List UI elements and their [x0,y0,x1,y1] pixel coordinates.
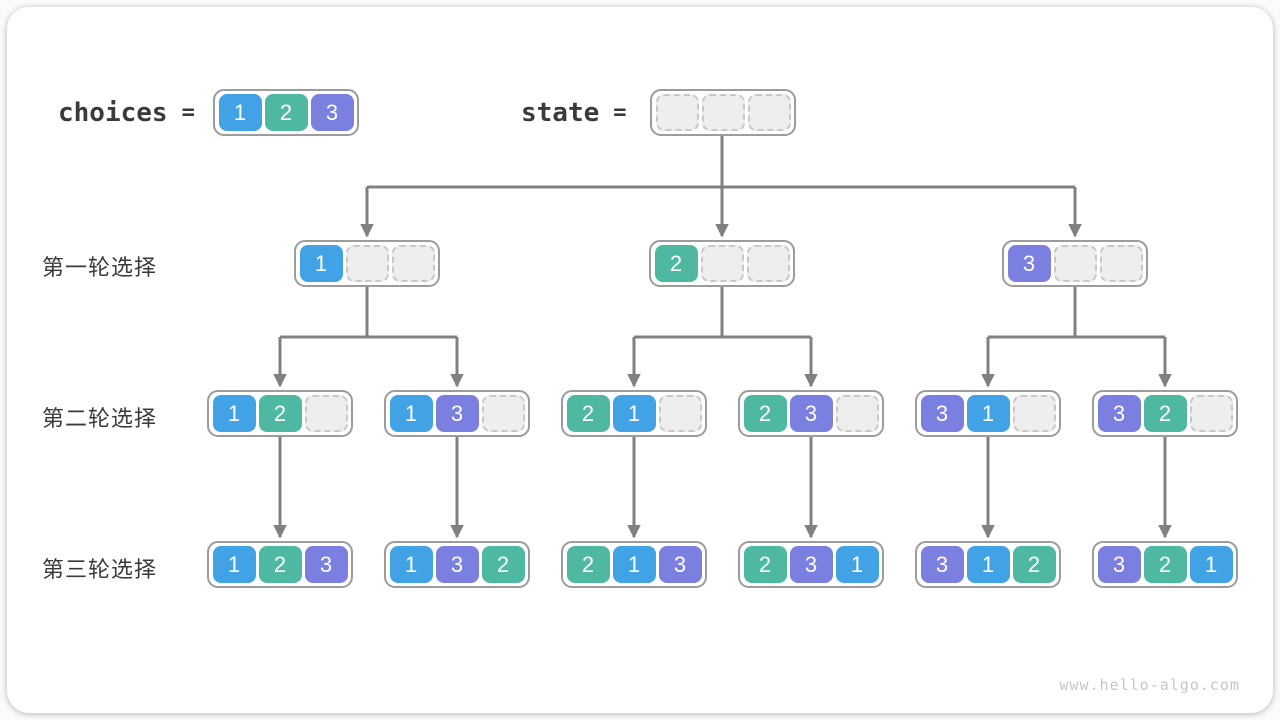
state-node: 3 2 1 [1092,541,1238,588]
state-cell: 2 [1143,395,1187,432]
state-node: 1 2 3 [207,541,353,588]
state-node: 1 3 [384,390,530,437]
state-cell: 2 [258,395,302,432]
state-node: 2 1 3 [561,541,707,588]
branch-from-1 [273,287,464,388]
state-cell: 2 [743,395,787,432]
state-node: 1 2 [207,390,353,437]
state-cell: 1 [212,395,256,432]
choices-cell: 2 [264,94,308,131]
state-node: 1 [294,240,440,287]
state-cell: 2 [743,546,787,583]
state-cell: 2 [566,395,610,432]
state-cell [1012,395,1056,432]
state-cell [658,395,702,432]
round-2-label: 第二轮选择 [42,406,158,431]
state-legend: state = [521,89,627,136]
choices-label: choices [58,97,168,128]
state-cell: 2 [258,546,302,583]
state-cell: 3 [435,395,479,432]
state-cell: 1 [612,395,656,432]
state-node: 2 1 [561,390,707,437]
state-cell [1053,245,1097,282]
state-cell: 1 [212,546,256,583]
state-node: 3 2 [1092,390,1238,437]
state-cell: 3 [789,395,833,432]
root-branch [360,136,1082,238]
state-cell: 2 [1143,546,1187,583]
state-cell: 1 [1189,546,1233,583]
site-watermark: www.hello-algo.com [1059,676,1240,694]
state-cell: 1 [389,395,433,432]
state-node: 3 1 [915,390,1061,437]
state-cell [747,94,791,131]
round3-arrows [273,437,1172,539]
state-cell [655,94,699,131]
round-1-label: 第一轮选择 [42,255,158,280]
state-node: 1 3 2 [384,541,530,588]
state-cell: 3 [1097,395,1141,432]
state-cell: 2 [654,245,698,282]
round-3-label: 第三轮选择 [42,557,158,582]
choices-box: 1 2 3 [213,89,359,136]
state-cell [700,245,744,282]
state-cell [835,395,879,432]
branch-from-2 [627,287,818,388]
state-cell: 3 [304,546,348,583]
state-cell: 1 [612,546,656,583]
state-cell: 3 [1097,546,1141,583]
state-node: 2 [649,240,795,287]
state-cell: 1 [389,546,433,583]
state-cell: 1 [835,546,879,583]
state-node: 3 1 2 [915,541,1061,588]
state-cell: 2 [481,546,525,583]
state-cell: 1 [966,395,1010,432]
equals-sign: = [181,100,195,125]
state-cell: 2 [1012,546,1056,583]
state-cell [746,245,790,282]
state-cell: 1 [966,546,1010,583]
state-label: state [521,97,600,128]
state-cell: 3 [920,546,964,583]
choices-cell: 3 [310,94,354,131]
state-cell: 3 [658,546,702,583]
state-node: 2 3 [738,390,884,437]
state-cell [1189,395,1233,432]
state-cell [1099,245,1143,282]
choices-legend: choices = [58,89,195,136]
equals-sign: = [613,100,627,125]
state-root-box [650,89,796,136]
state-cell: 3 [1007,245,1051,282]
choices-cell: 1 [218,94,262,131]
state-node: 2 3 1 [738,541,884,588]
state-cell [345,245,389,282]
state-node: 3 [1002,240,1148,287]
state-cell [391,245,435,282]
state-cell [481,395,525,432]
state-cell: 3 [435,546,479,583]
state-cell: 2 [566,546,610,583]
state-cell [304,395,348,432]
branch-from-3 [981,287,1172,388]
state-cell: 1 [299,245,343,282]
state-cell: 3 [920,395,964,432]
state-cell [701,94,745,131]
state-cell: 3 [789,546,833,583]
